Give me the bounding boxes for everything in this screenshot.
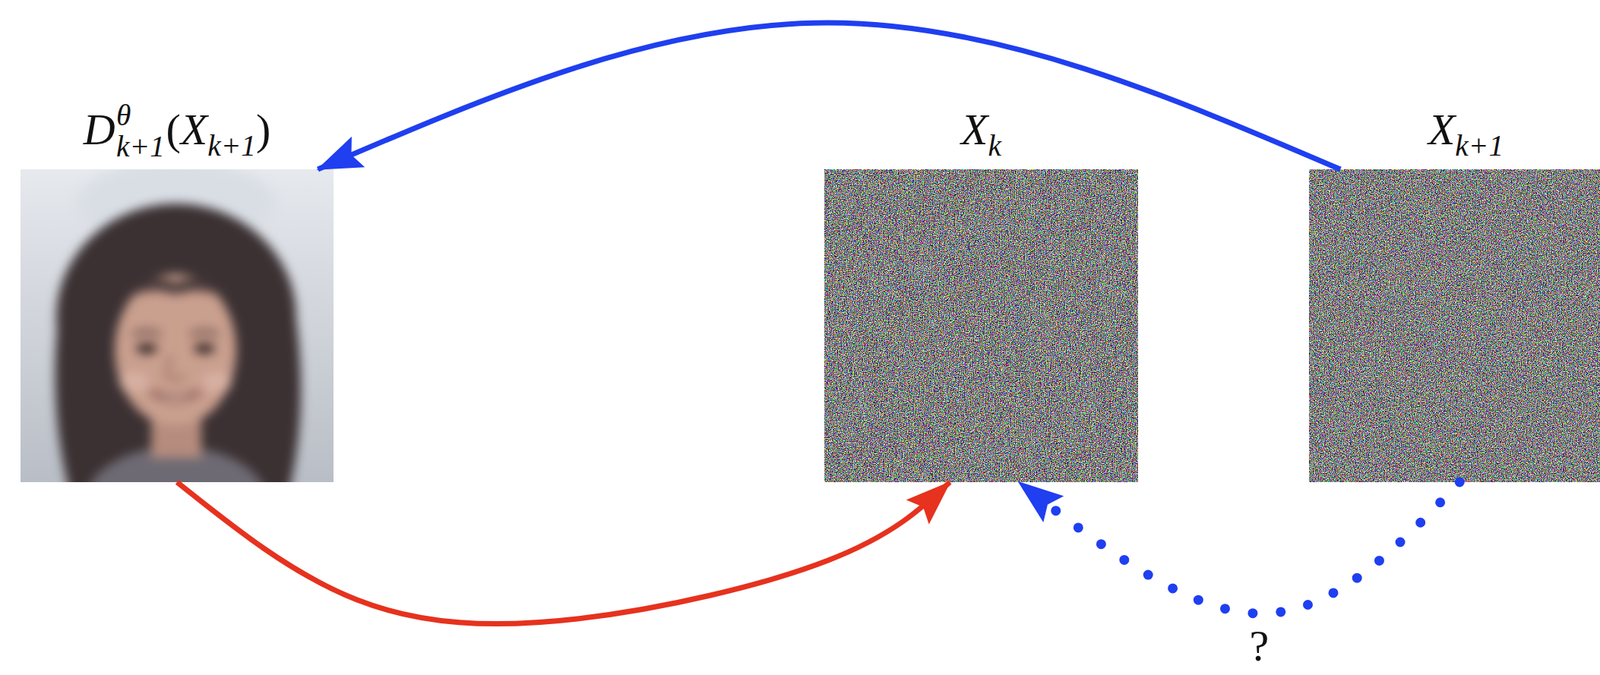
math-label: Xk+1 xyxy=(1428,102,1504,165)
bangs xyxy=(119,278,234,307)
image-panel: Xk xyxy=(824,169,1139,483)
noise-image xyxy=(824,169,1139,483)
edge-label: ? xyxy=(1245,624,1272,669)
eye xyxy=(193,343,216,355)
dotted-arrow xyxy=(1018,482,1460,614)
face-figure xyxy=(55,169,301,483)
math-label: Xk xyxy=(961,102,1002,165)
face-skin xyxy=(114,274,237,427)
smile xyxy=(149,391,202,402)
curved-arrow xyxy=(177,482,950,625)
brow xyxy=(190,332,219,336)
face-image xyxy=(20,169,334,483)
eye xyxy=(135,343,158,355)
noise-image xyxy=(1309,169,1600,483)
math-label: Dθk+1(Xk+1) xyxy=(83,100,272,165)
cheek xyxy=(119,371,150,393)
nose xyxy=(166,355,185,380)
cheek xyxy=(201,371,232,393)
curved-arrow xyxy=(317,22,1341,170)
image-panel: Dθk+1(Xk+1) xyxy=(20,169,334,483)
image-panel: Xk+1 xyxy=(1309,169,1600,483)
brow xyxy=(132,332,161,336)
